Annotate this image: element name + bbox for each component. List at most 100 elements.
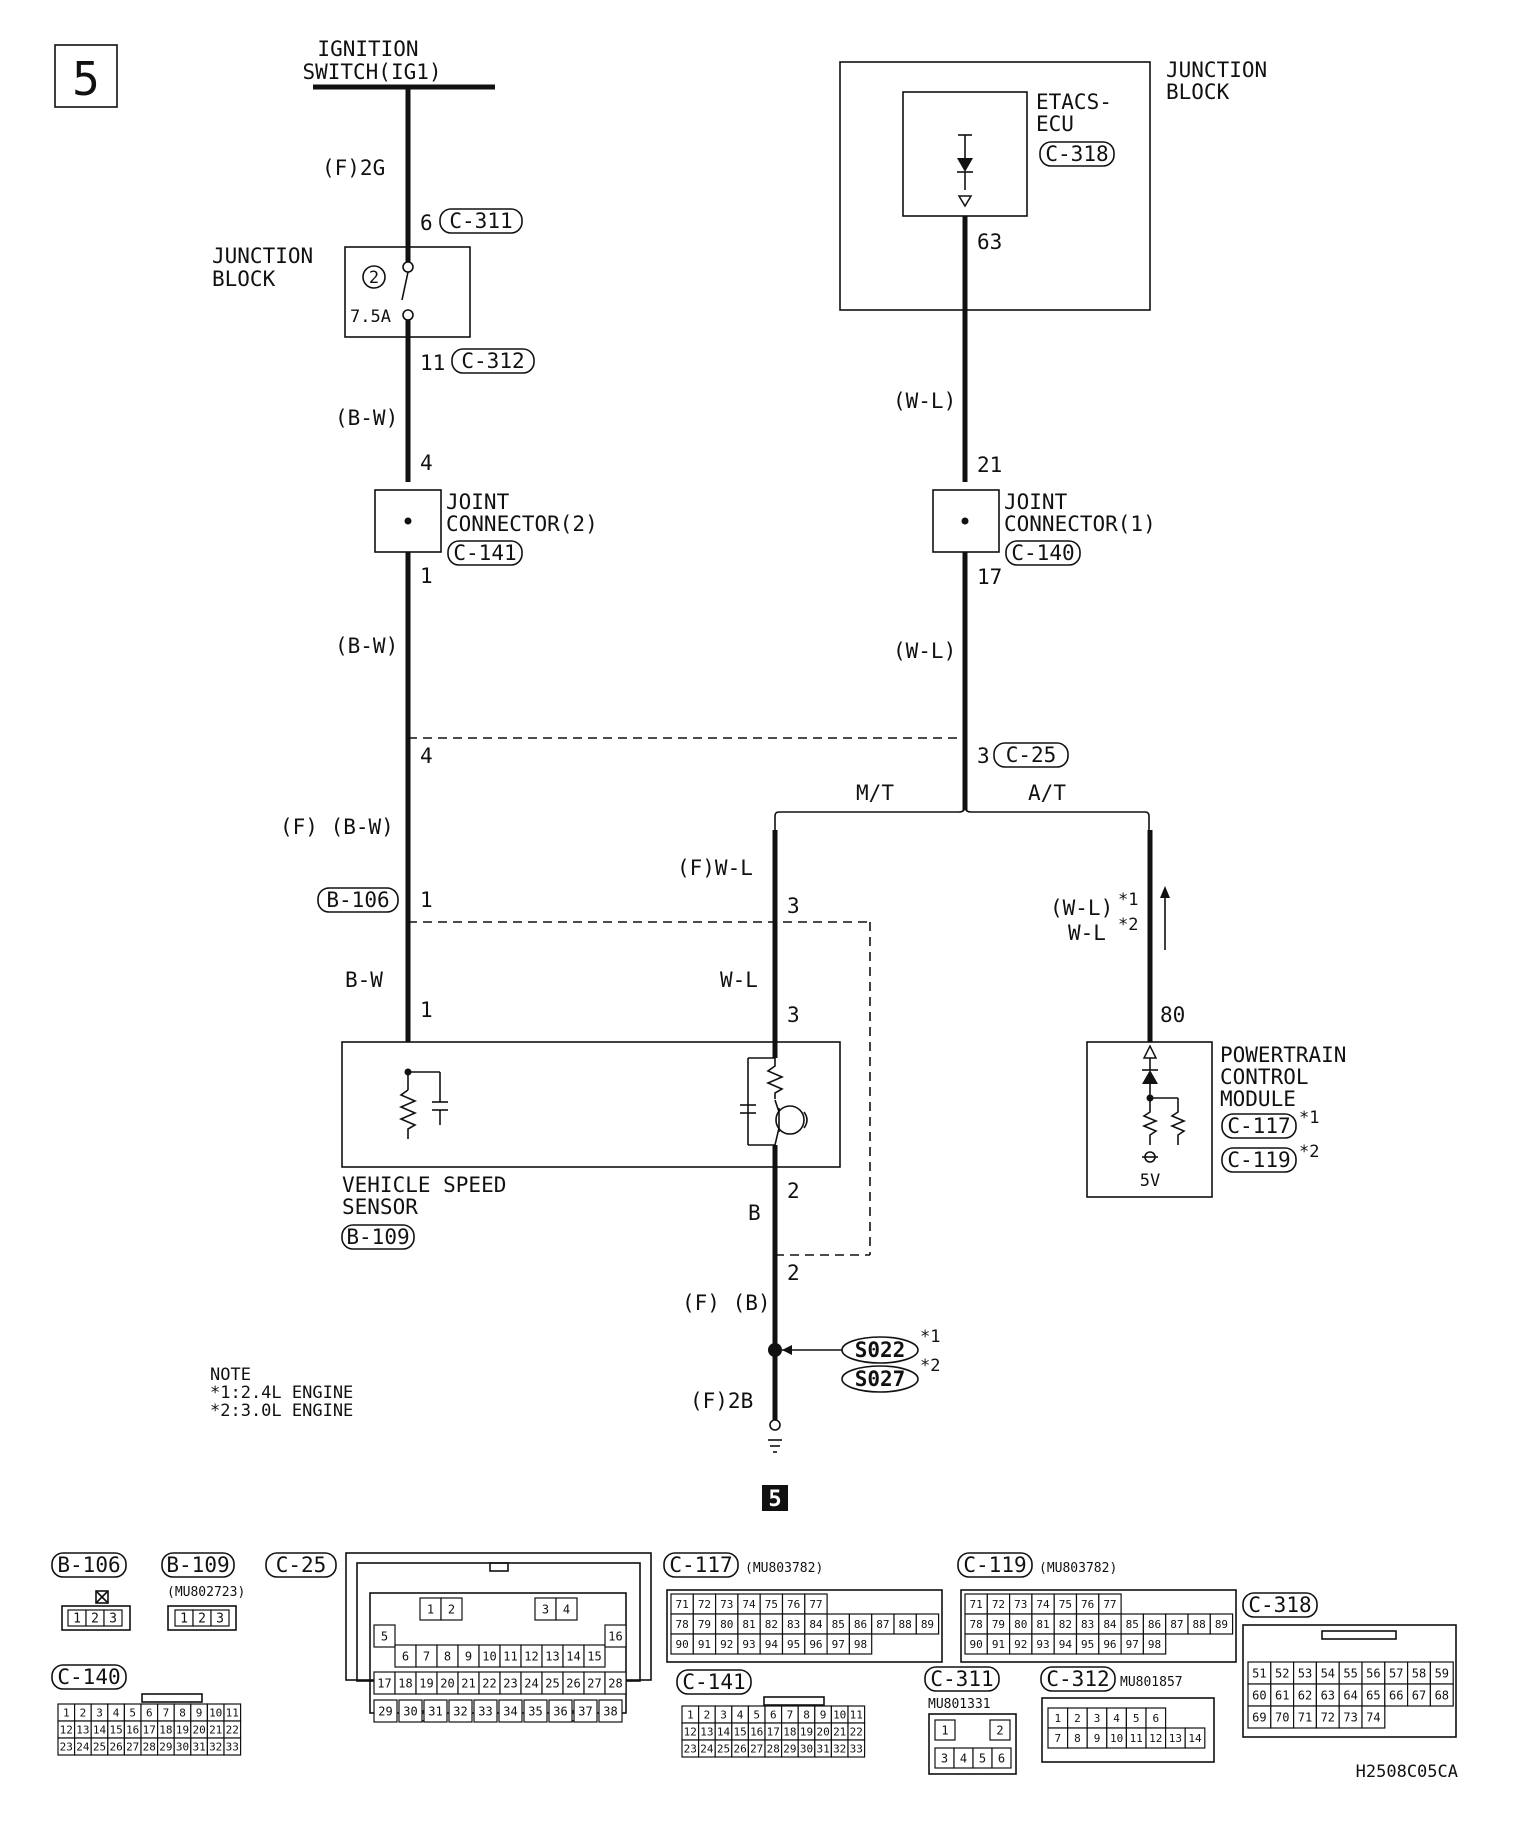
splice-s022-tag <box>841 1336 919 1364</box>
pin-c141-5: 5 <box>753 1708 760 1721</box>
pin-c312-8: 8 <box>1074 1732 1081 1745</box>
pin-c117-93: 93 <box>742 1638 755 1651</box>
pin-c25-5: 5 <box>381 1629 388 1643</box>
pcm-label-2: CONTROL <box>1220 1065 1309 1089</box>
pin-c117-72: 72 <box>698 1598 711 1611</box>
jc1-label-1: JOINT <box>1004 490 1068 514</box>
pin-c119-94: 94 <box>1059 1638 1073 1651</box>
pin-c312-4: 4 <box>1113 1712 1120 1725</box>
pin-c117-89: 89 <box>921 1618 934 1631</box>
face-c141 <box>763 1696 825 1706</box>
conn-c25-label: C-25 <box>1006 743 1057 767</box>
pin-c141-30: 30 <box>800 1742 813 1755</box>
pin-c119-93: 93 <box>1036 1638 1049 1651</box>
pin-c141-20: 20 <box>816 1725 829 1738</box>
pin-c140-33-cell <box>223 1737 242 1756</box>
pin-c117-78: 78 <box>676 1618 689 1631</box>
wire-bw-2-label: (B-W) <box>335 634 398 658</box>
conn-c119-label: C-119 <box>1227 1148 1290 1172</box>
fuse-rating: 7.5A <box>350 307 391 327</box>
pin-c25-19: 19 <box>419 1676 433 1690</box>
pin-c318-65: 65 <box>1366 1688 1380 1702</box>
pin-c311-5: 5 <box>979 1751 986 1765</box>
pin-2b: 2 <box>787 1261 800 1285</box>
splice-s027-star: *2 <box>920 1356 940 1376</box>
pin-c141-29: 29 <box>783 1742 796 1755</box>
pin-c119-83: 83 <box>1081 1618 1094 1631</box>
pin-c318-61: 61 <box>1275 1688 1289 1702</box>
pin-c140-21: 21 <box>209 1723 222 1736</box>
wire-f-b-label: (F) (B) <box>682 1291 771 1315</box>
pin-c311-4: 4 <box>960 1751 967 1765</box>
face-c318 <box>1242 1624 1457 1738</box>
jb-left-label-1: JUNCTION <box>212 244 313 268</box>
pin-c25-1: 1 <box>427 1602 434 1616</box>
pin-c25-9: 9 <box>465 1649 472 1663</box>
face-c312-tag <box>1040 1666 1116 1692</box>
wire-f2b-label: (F)2B <box>690 1389 753 1413</box>
pin-c141-27: 27 <box>750 1742 763 1755</box>
c25-pin: 3 <box>977 744 990 768</box>
pin-c318-51: 51 <box>1252 1666 1266 1680</box>
pin-c318-72: 72 <box>1321 1710 1335 1724</box>
pin-c25-33-cell <box>473 1699 498 1723</box>
pin-c311-2: 2 <box>996 1723 1003 1737</box>
splice-arrow <box>782 1345 792 1355</box>
face-c117-part: (MU803782) <box>745 1561 823 1576</box>
pin-c140-6: 6 <box>146 1706 153 1719</box>
joint-connector-1-node <box>961 517 969 525</box>
pin-c119-74: 74 <box>1036 1598 1050 1611</box>
pin-c140-14: 14 <box>93 1723 107 1736</box>
pin-c25-37: 37 <box>578 1704 592 1718</box>
wire-bw-3-label: B-W <box>345 968 383 992</box>
pin-c25-38-cell <box>598 1699 623 1723</box>
pin-c25-24: 24 <box>524 1676 538 1690</box>
conn-c311-tag <box>439 208 523 234</box>
face-b106 <box>61 1590 131 1631</box>
pin-c25-37-cell <box>573 1699 598 1723</box>
conn-c311-label: C-311 <box>449 209 512 233</box>
pin-c312-2: 2 <box>1074 1712 1081 1725</box>
jc1-pin-in: 21 <box>977 453 1002 477</box>
pin-c318-73: 73 <box>1343 1710 1357 1724</box>
jb-right-label-2: BLOCK <box>1166 80 1230 104</box>
jc2-label-2: CONNECTOR(2) <box>446 512 598 536</box>
pin-c25-26: 26 <box>566 1676 580 1690</box>
pin-c141-33: 33 <box>850 1742 863 1755</box>
pin-c141-24: 24 <box>700 1742 714 1755</box>
pin-c25-10: 10 <box>482 1649 496 1663</box>
wire-f-bw-label: (F) (B-W) <box>280 815 394 839</box>
pin-c141-19: 19 <box>800 1725 813 1738</box>
wire-wl-1-label: (W-L) <box>893 389 956 413</box>
face-c318-tag <box>1242 1592 1318 1618</box>
pin-c119-91: 91 <box>992 1638 1005 1651</box>
junction-block-right <box>839 61 1151 311</box>
pin-c318-68-cell <box>1429 1683 1454 1707</box>
pin-c117-98: 98 <box>854 1638 867 1651</box>
pin-c140-4: 4 <box>113 1706 120 1719</box>
page-number-box <box>54 44 118 108</box>
face-b109-tag <box>161 1552 235 1578</box>
pin-c25-16: 16 <box>608 1629 622 1643</box>
pin-c25-15: 15 <box>587 1649 601 1663</box>
pin-c312-9: 9 <box>1094 1732 1101 1745</box>
pin-c140-29: 29 <box>159 1740 172 1753</box>
pin-c25-28-cell <box>604 1671 627 1695</box>
pin-c119-95: 95 <box>1081 1638 1094 1651</box>
pin-c140-31: 31 <box>192 1740 205 1753</box>
pin-c25-30-cell <box>398 1699 423 1723</box>
wire-f-wl-label: (F)W-L <box>677 856 753 880</box>
face-c312-part: MU801857 <box>1120 1675 1183 1690</box>
wire-f2g-label: (F)2G <box>322 156 385 180</box>
pin-c141-17: 17 <box>767 1725 780 1738</box>
face-c140-label: C-140 <box>57 1665 120 1689</box>
pcm-pin: 80 <box>1160 1003 1185 1027</box>
vss-label-2: SENSOR <box>342 1195 418 1219</box>
pin-c140-24: 24 <box>76 1740 90 1753</box>
pin-c318-68: 68 <box>1435 1688 1449 1702</box>
pin-c140-32: 32 <box>209 1740 222 1753</box>
face-b109-label: B-109 <box>166 1553 229 1577</box>
pin-c140-13: 13 <box>76 1723 89 1736</box>
conn-b109-label: B-109 <box>346 1225 409 1249</box>
pcm-wire-label-1: (W-L) <box>1050 896 1113 920</box>
